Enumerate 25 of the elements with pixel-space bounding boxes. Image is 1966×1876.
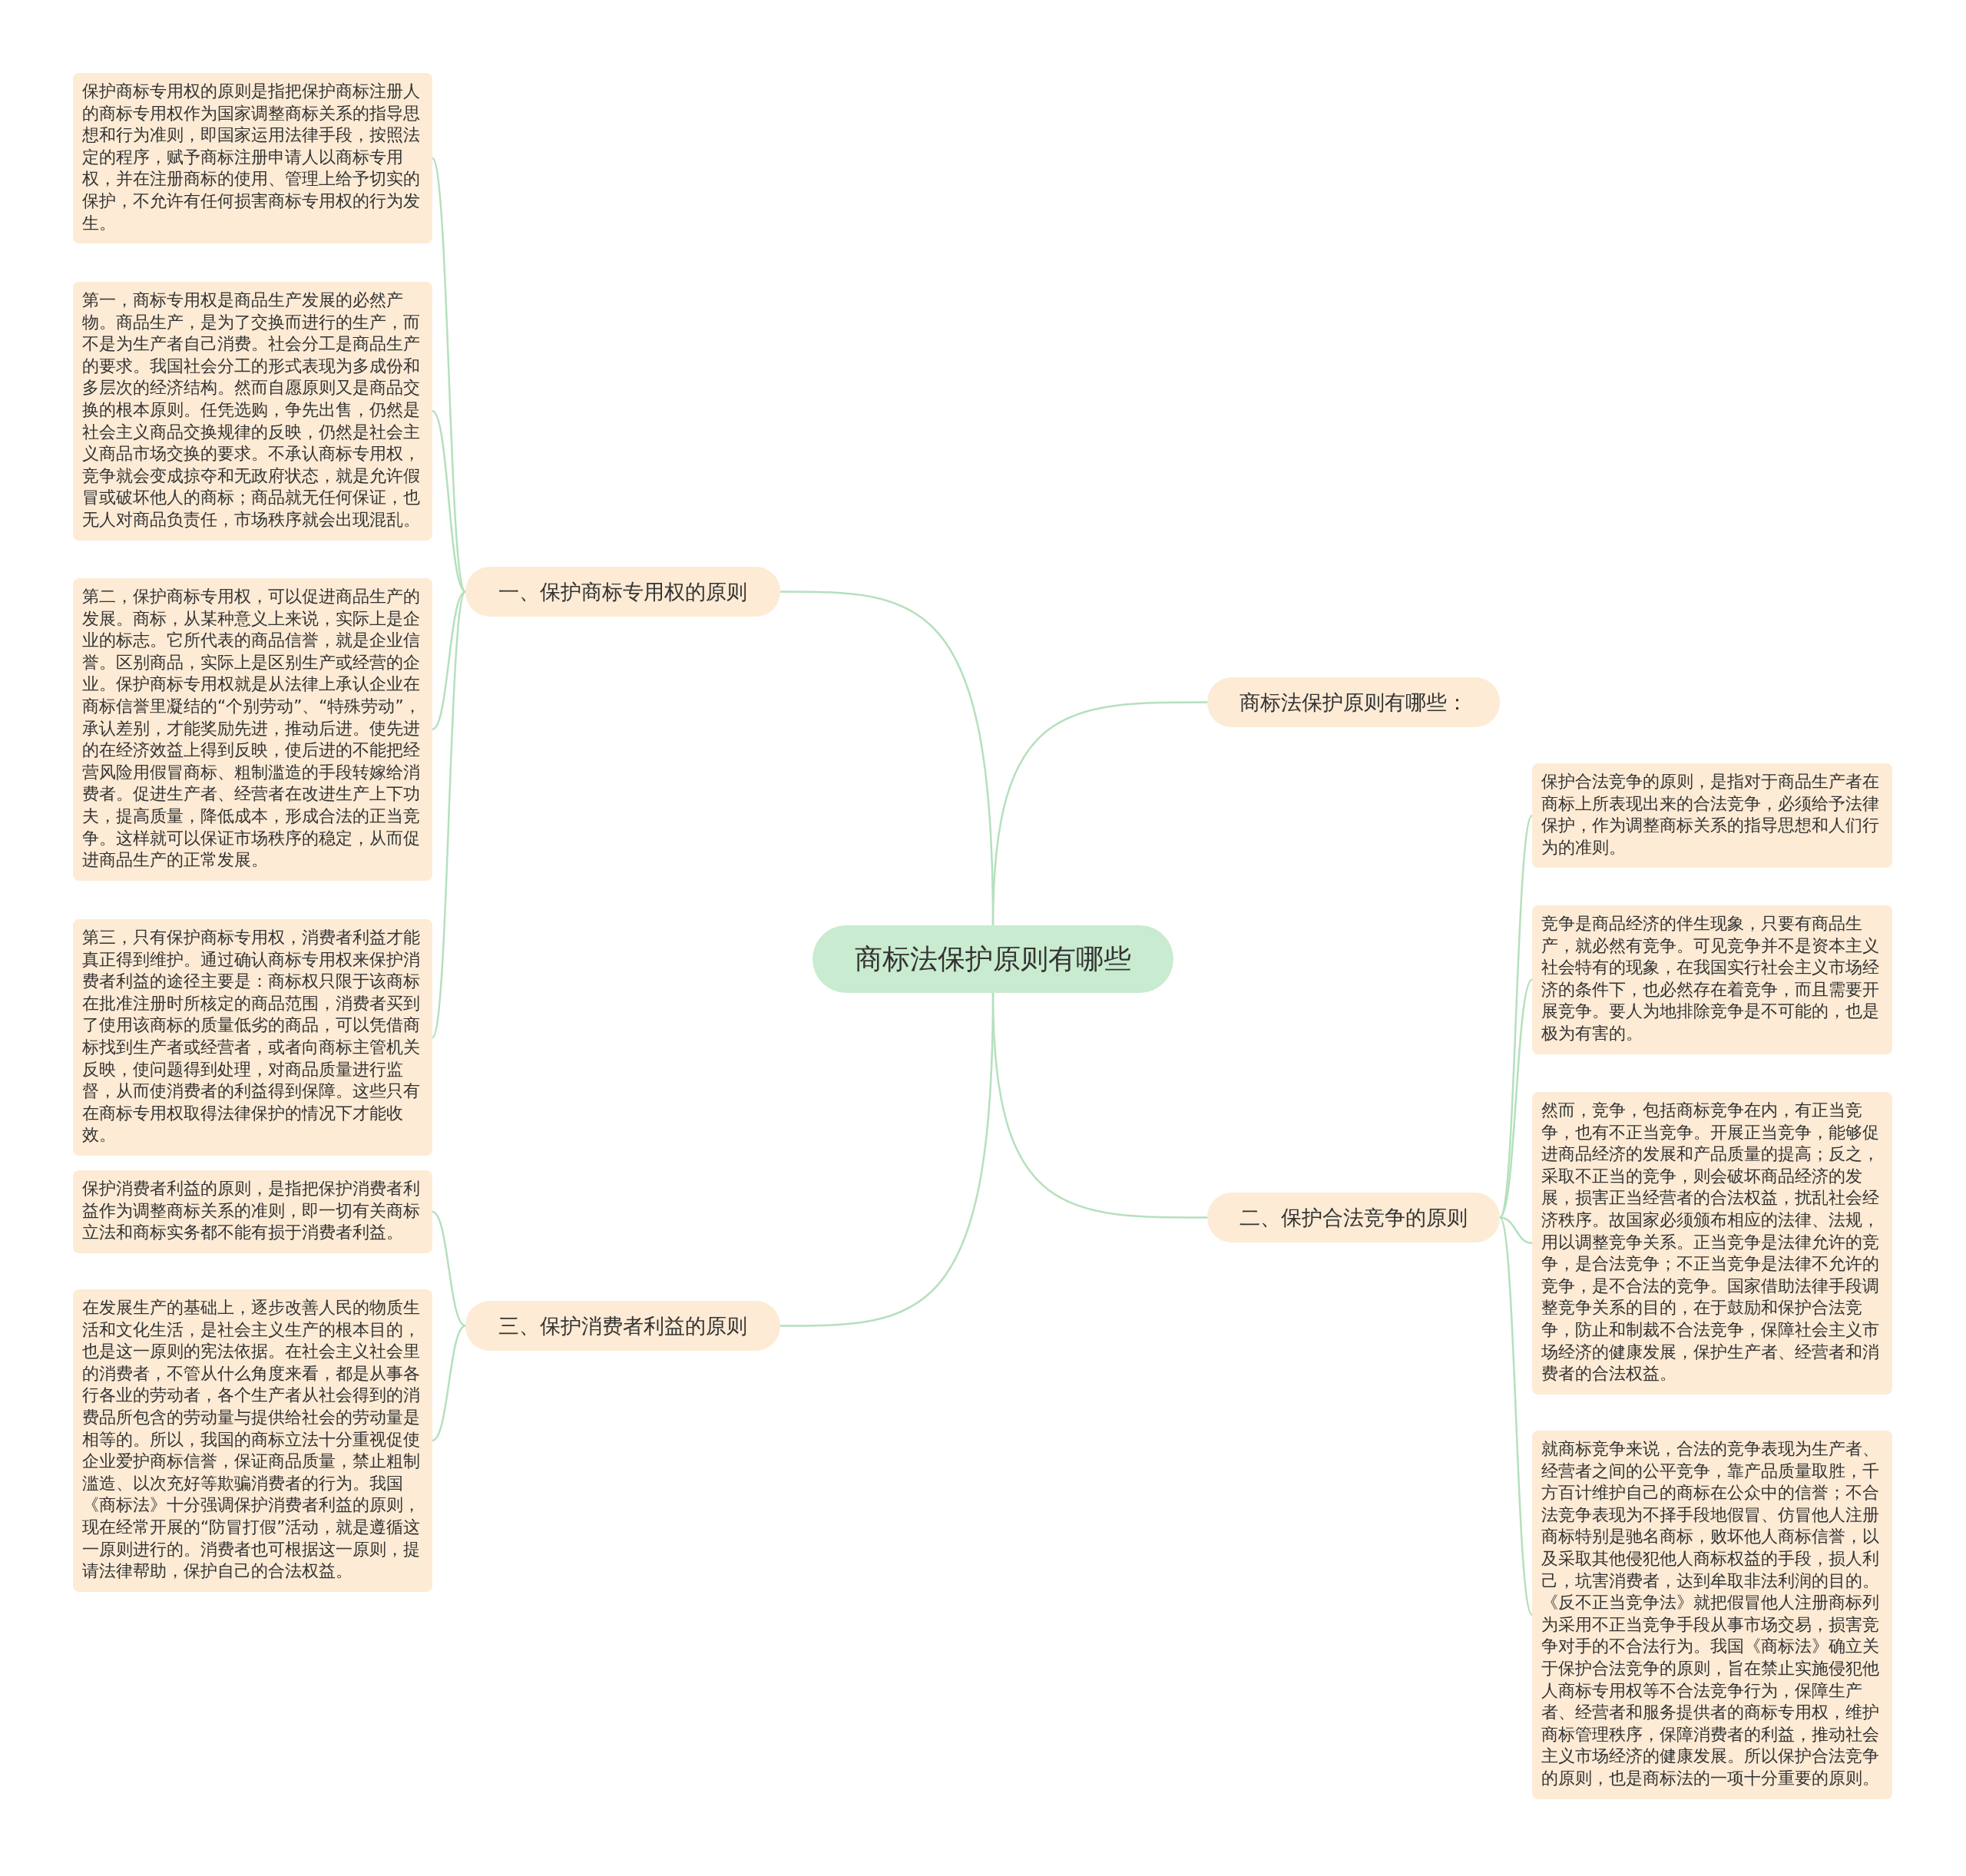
branch-topic: 商标法保护原则有哪些： <box>1207 677 1500 727</box>
connector-line <box>432 1325 466 1441</box>
text-card: 保护消费者利益的原则，是指把保护消费者利益作为调整商标关系的准则，即一切有关商标立法和商标实务都不能有损于消费者利益。 <box>73 1170 432 1253</box>
branch-topic: 一、保护商标专用权的原则 <box>465 567 780 617</box>
branch-topic: 三、保护消费者利益的原则 <box>465 1301 780 1351</box>
connector-line <box>432 410 466 593</box>
text-card: 就商标竞争来说，合法的竞争表现为生产者、经营者之间的公平竞争，靠产品质量取胜，千方百计维护自己的商标在公众中的信誉；不合法竞争表现为不择手段地假冒、仿冒他人注册商标特别是驰名商标，败坏他人商标信誉，以及采取其他侵犯他人商标权益的手段，损人利己，坑害消费者，达到牟取非法利润的目的。《反不正当竞争法》就把假冒他人注册商标列为采用不正当竞争手段从事市场交易，损害竞争对手的不合法行为。我国《商标法》确立关于保护合法竞争的原则，旨在禁止实施侵犯他人商标专用权等不合法竞争行为，保障生产者、经营者和服务提供者的商标专用权，维护商标管理秩序，保障消费者的利益，推动社会主义市场经济的健康发展。所以保护合法竞争的原则，也是商标法的一项十分重要的原则。 <box>1532 1431 1892 1799</box>
connector-line <box>432 591 466 730</box>
connector-line <box>431 591 467 1038</box>
connector-line <box>432 1210 466 1327</box>
connector-line <box>1499 1216 1533 1245</box>
branch-topic: 二、保护合法竞争的原则 <box>1207 1193 1500 1242</box>
text-card: 第三，只有保护商标专用权，消费者利益才能真正得到维护。通过确认商标专用权来保护消费者利益的途径主要是：商标权只限于该商标在批准注册时所核定的商品范围，消费者买到了使用该商标的质量低劣的商品，可以凭借商标找到生产者或经营者，或者向商标主管机关反映，使问题得到处理，对商品质量进行监督，从而使消费者的利益得到保障。这些只有在商标专用权取得法律保护的情况下才能收效。 <box>73 919 432 1156</box>
connector-line <box>1499 979 1533 1219</box>
text-card: 第一，商标专用权是商品生产发展的必然产物。商品生产，是为了交换而进行的生产，而不是为生产者自己消费。社会分工是商品生产的要求。我国社会分工的形式表现为多成份和多层次的经济结构。然而自愿原则又是商品交换的根本原则。任凭选购，争先出售，仍然是社会主义商品交换规律的反映，仍然是社会主义商品市场交换的要求。不承认商标专用权，竞争就会变成掠夺和无政府状态，就是允许假冒或破坏他人的商标；商品就无任何保证，也无人对商品负责任，市场秩序就会出现混乱。 <box>73 282 432 541</box>
text-card: 然而，竞争，包括商标竞争在内，有正当竞争，也有不正当竞争。开展正当竞争，能够促进商品经济的发展和产品质量的提高；反之，采取不正当的竞争，则会破坏商品经济的发展，损害正当经营者的合法权益，扰乱社会经济秩序。故国家必须颁布相应的法律、法规，用以调整竞争关系。正当竞争是法律允许的竞争，是合法竞争；不正当竞争是法律不允许的竞争，是不合法的竞争。国家借助法律手段调整竞争关系的目的，在于鼓励和保护合法竞争，防止和制裁不合法竞争，保障社会主义市场经济的健康发展，保护生产者、经营者和消费者的合法权益。 <box>1532 1092 1892 1395</box>
text-card: 第二，保护商标专用权，可以促进商品生产的发展。商标，从某种意义上来说，实际上是企业的标志。它所代表的商品信誉，就是企业信誉。区别商品，实际上是区别生产或经营的企业。保护商标专用权就是从法律上承认企业在商标信誉里凝结的“个别劳动”、“特殊劳动”，承认差别，才能奖励先进，推动后进。使先进的在经济效益上得到反映，使后进的不能把经营风险用假冒商标、粗制滥造的手段转嫁给消费者。促进生产者、经营者在改进生产上下功夫，提高质量，降低成本，形成合法的正当竞争。这样就可以保证市场秩序的稳定，从而促进商品生产的正常发展。 <box>73 578 432 881</box>
connector-line <box>431 157 467 592</box>
central-topic: 商标法保护原则有哪些 <box>813 925 1173 993</box>
text-card: 竞争是商品经济的伴生现象，只要有商品生产，就必然有竞争。可见竞争并不是资本主义社会特有的现象，在我国实行社会主义市场经济的条件下，也必然存在着竞争，而且需要开展竞争。要人为地排除竞争是不可能的，也是极为有害的。 <box>1532 905 1892 1054</box>
connector-line <box>991 701 1207 926</box>
connector-line <box>780 992 995 1327</box>
text-card: 保护商标专用权的原则是指把保护商标注册人的商标专用权作为国家调整商标关系的指导思想和行为准则，即国家运用法律手段，按照法定的程序，赋予商标注册申请人以商标专用权，并在注册商标的使用、管理上给予切实的保护，不允许有任何损害商标专用权的行为发生。 <box>73 73 432 244</box>
text-card: 在发展生产的基础上，逐步改善人民的物质生活和文化生活，是社会主义生产的根本目的，也是这一原则的宪法依据。在社会主义社会里的消费者，不管从什么角度来看，都是从事各行各业的劳动者，各个生产者从社会得到的消费品所包含的劳动量与提供给社会的劳动量是相等的。所以，我国的商标立法十分重视促使企业爱护商标信誉，保证商品质量，禁止粗制滥造、以次充好等欺骗消费者的行为。我国《商标法》十分强调保护消费者利益的原则，现在经常开展的“防冒打假”活动，就是遵循这一原则进行的。消费者也可根据这一原则，提请法律帮助，保护自己的合法权益。 <box>73 1289 432 1592</box>
text-card: 保护合法竞争的原则，是指对于商品生产者在商标上所表现出来的合法竞争，必须给予法律保护，作为调整商标关系的指导思想和人们行为的准则。 <box>1532 763 1892 869</box>
